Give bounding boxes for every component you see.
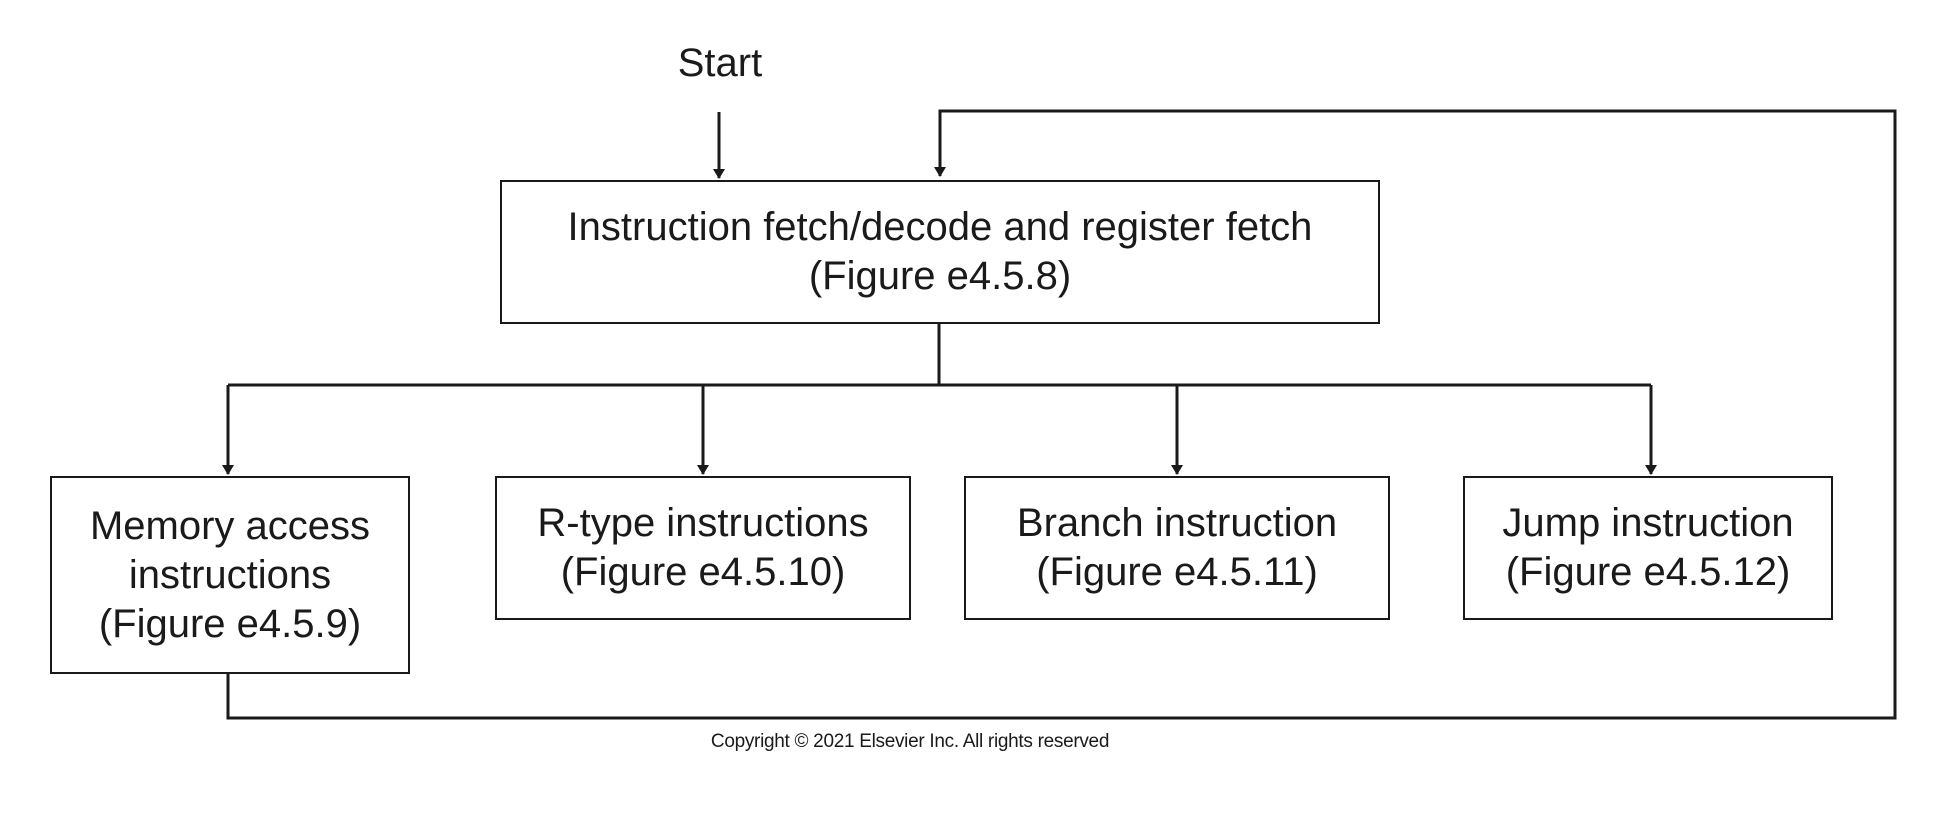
memory-access-box: Memory access instructions (Figure e4.5.… [50,476,410,674]
fetch-decode-title: Instruction fetch/decode and register fe… [567,205,1313,249]
jump-box: Jump instruction (Figure e4.5.12) [1463,476,1833,620]
r-type-figure: (Figure e4.5.10) [560,550,846,594]
jump-figure: (Figure e4.5.12) [1505,550,1791,594]
memory-access-line2: instructions [128,552,332,597]
jump-line1: Jump instruction [1502,501,1794,545]
r-type-line1: R-type instructions [537,501,869,545]
r-type-box: R-type instructions (Figure e4.5.10) [495,476,911,620]
copyright-notice: Copyright © 2021 Elsevier Inc. All right… [710,731,1110,752]
memory-access-line1: Memory access [89,503,371,548]
memory-access-figure: (Figure e4.5.9) [98,601,362,646]
start-label: Start [677,41,763,85]
branch-line1: Branch instruction [1016,501,1338,545]
branch-box: Branch instruction (Figure e4.5.11) [964,476,1390,620]
branch-figure: (Figure e4.5.11) [1036,550,1318,594]
fetch-decode-box: Instruction fetch/decode and register fe… [500,180,1380,324]
fetch-decode-figure: (Figure e4.5.8) [808,254,1072,298]
feedback-loop-line [226,109,1897,720]
